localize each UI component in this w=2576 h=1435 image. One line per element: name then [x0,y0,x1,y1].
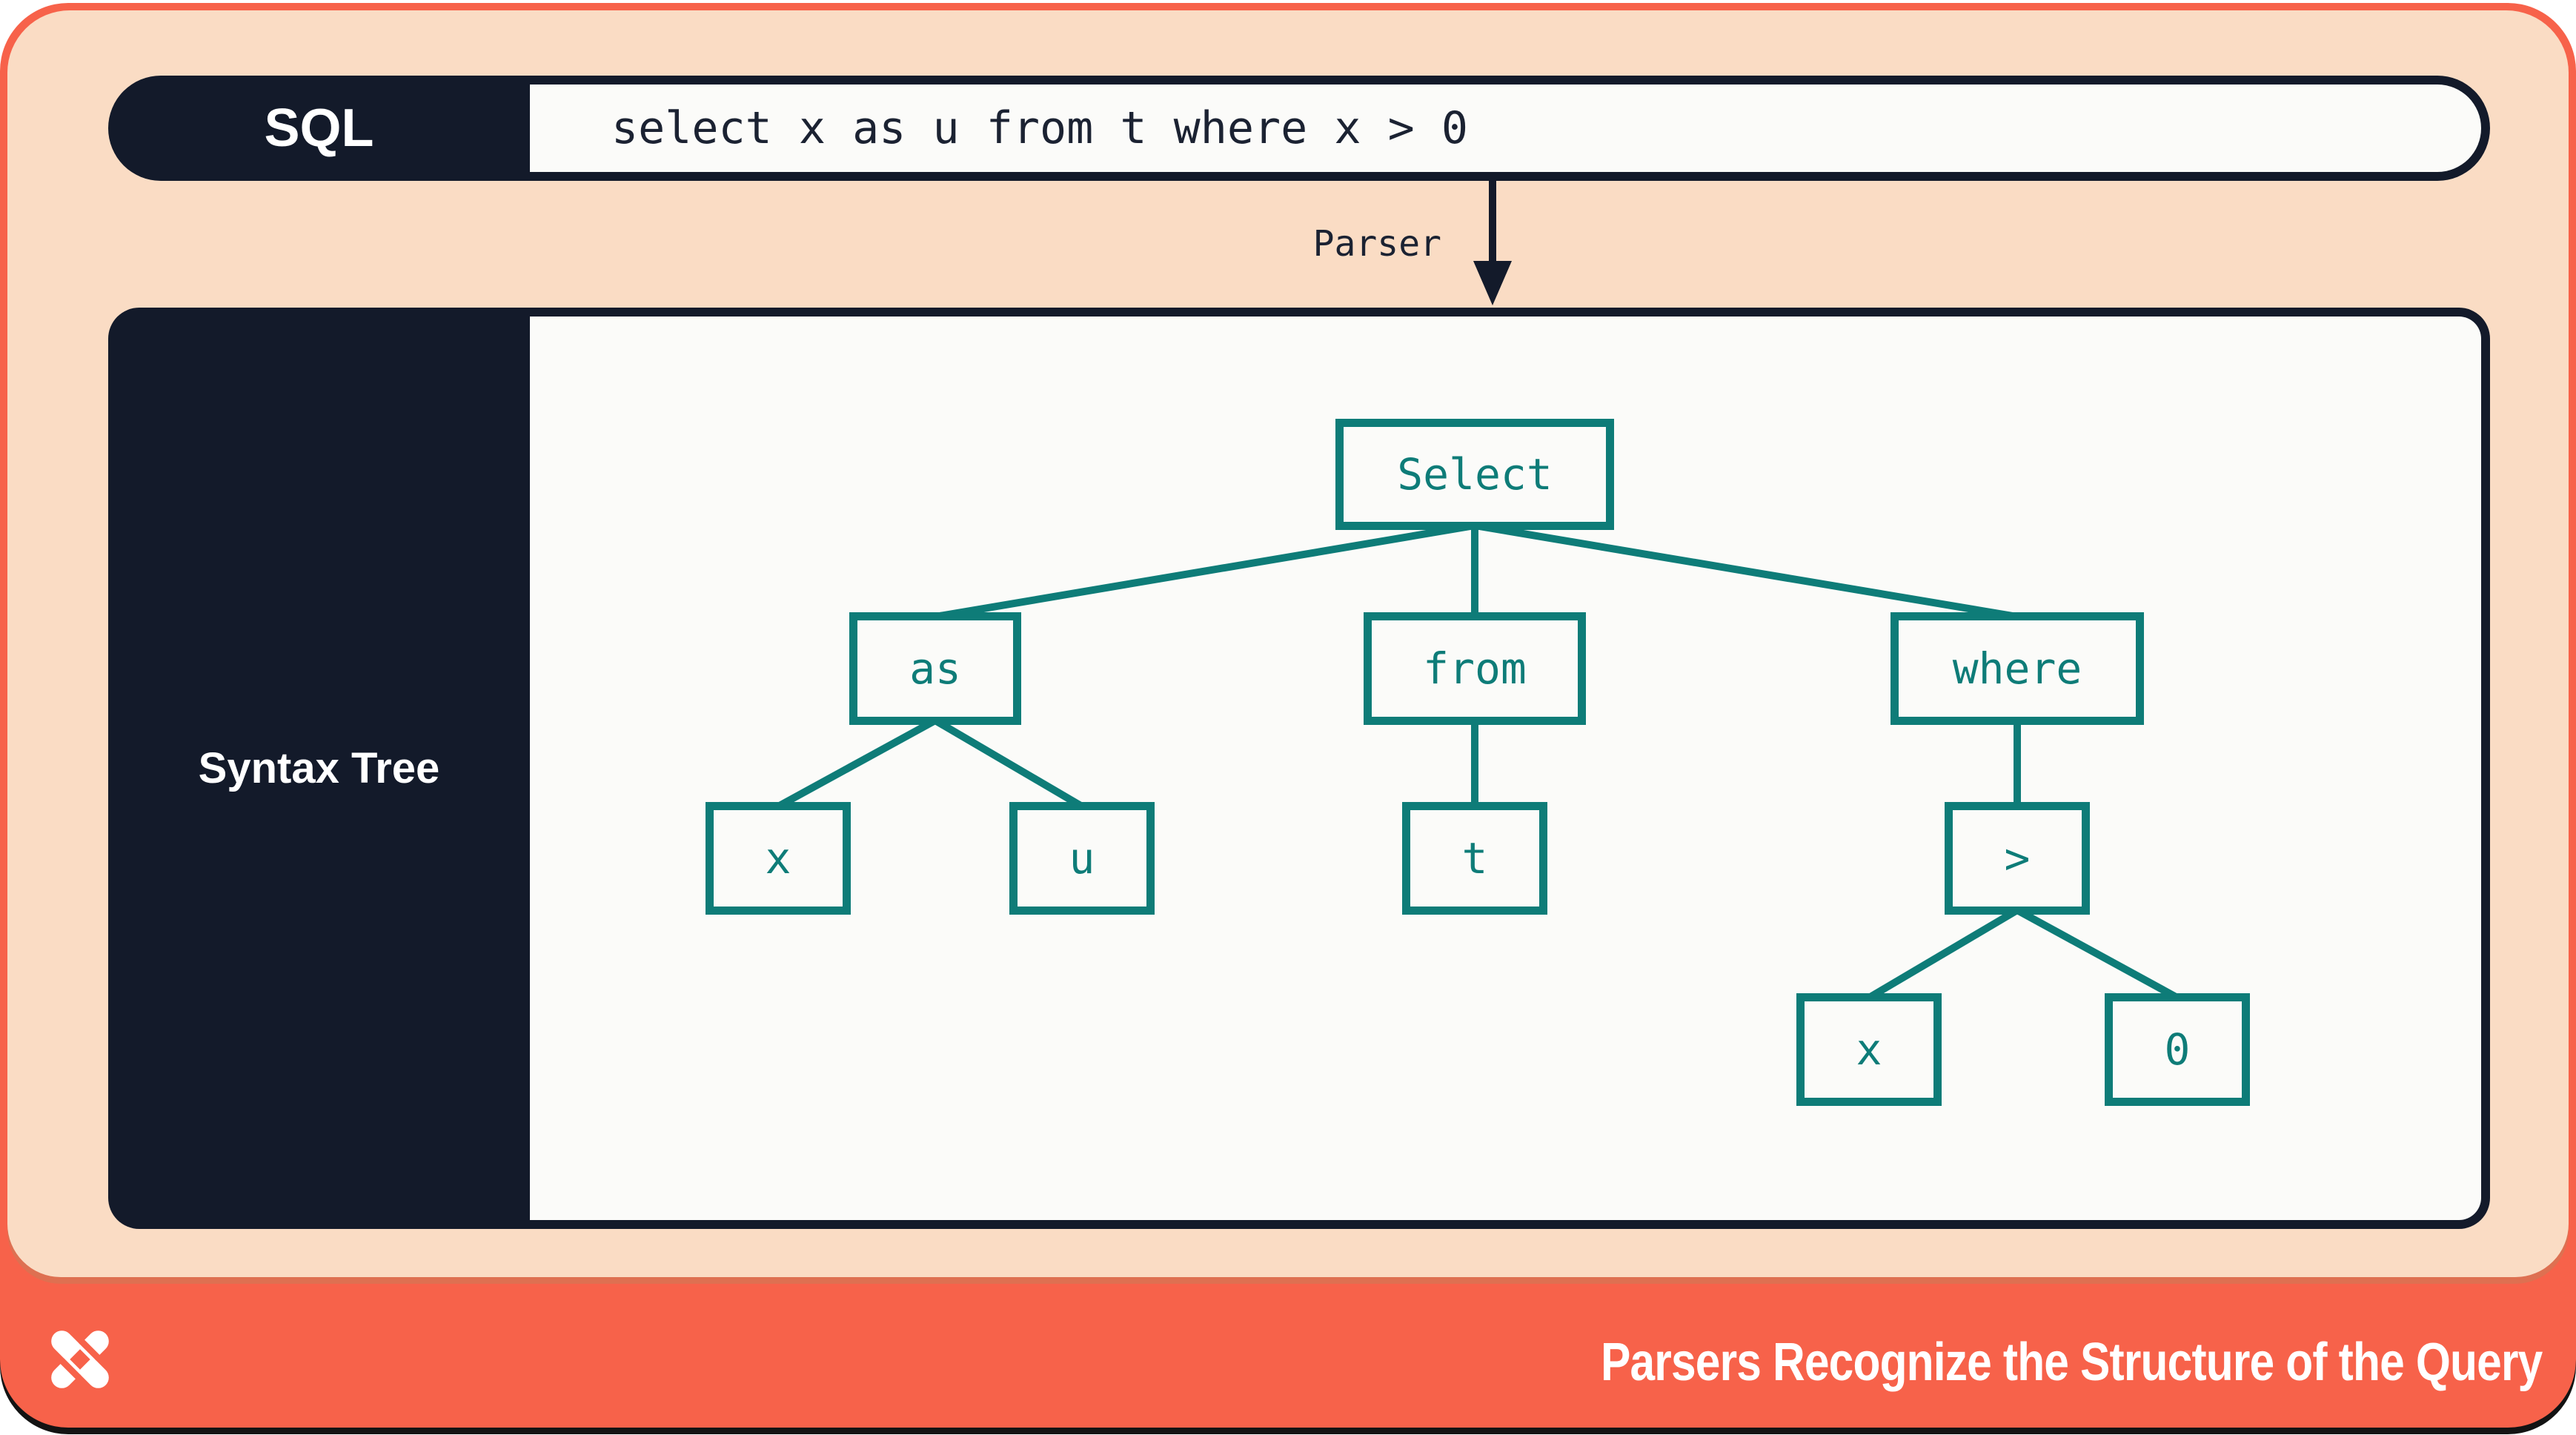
tree-node-u: u [1009,802,1155,915]
tree-node-as: as [849,612,1021,725]
sql-query-area: select x as u from t where x > 0 [530,84,2481,172]
tree-node-x2: x [1796,993,1942,1106]
tree-node-select: Select [1335,419,1614,530]
syntax-tree-panel-label: Syntax Tree [198,744,440,792]
tree-node-gt: > [1945,802,2090,915]
tree-node-where: where [1890,612,2144,725]
parser-label: Parser [1312,223,1441,265]
tree-node-from: from [1364,612,1586,725]
sql-bar-label: SQL [264,99,374,158]
brand-x-logo-icon [51,1330,109,1388]
sql-input-bar: SQL select x as u from t where x > 0 [108,76,2490,181]
slide-title: Parsers Recognize the Structure of the Q… [1600,1333,2543,1392]
tree-node-t: t [1402,802,1547,915]
sql-query-text: select x as u from t where x > 0 [611,102,1468,154]
tree-node-x1: x [706,802,851,915]
tree-node-zero: 0 [2105,993,2250,1106]
